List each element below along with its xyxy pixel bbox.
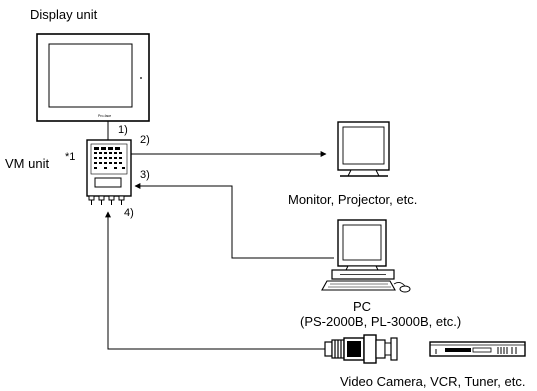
pc-models-label: (PS-2000B, PL-3000B, etc.): [300, 314, 461, 329]
pc-icon: [321, 219, 411, 293]
input-arrow-pc: [134, 183, 334, 259]
monitor-label: Monitor, Projector, etc.: [288, 192, 417, 207]
connection-label-1: 1): [118, 124, 128, 136]
video-sources-label: Video Camera, VCR, Tuner, etc.: [340, 374, 525, 389]
connection-label-2: 2): [140, 134, 150, 146]
display-brand-logo: Pro-face: [98, 114, 111, 118]
video-camera-icon: [324, 334, 398, 364]
display-unit-label: Display unit: [30, 7, 98, 22]
pc-label: PC: [353, 299, 371, 314]
display-unit-icon: Pro-face: [36, 33, 150, 122]
vcr-icon: [429, 341, 526, 357]
connection-label-4: 4): [124, 207, 134, 219]
vm-unit-label: VM unit: [5, 156, 49, 171]
input-arrow-video: [105, 211, 325, 350]
vm-unit-icon: [86, 139, 132, 205]
vm-unit-note: *1: [65, 151, 75, 163]
monitor-icon: [337, 121, 390, 177]
connection-label-3: 3): [140, 169, 150, 181]
